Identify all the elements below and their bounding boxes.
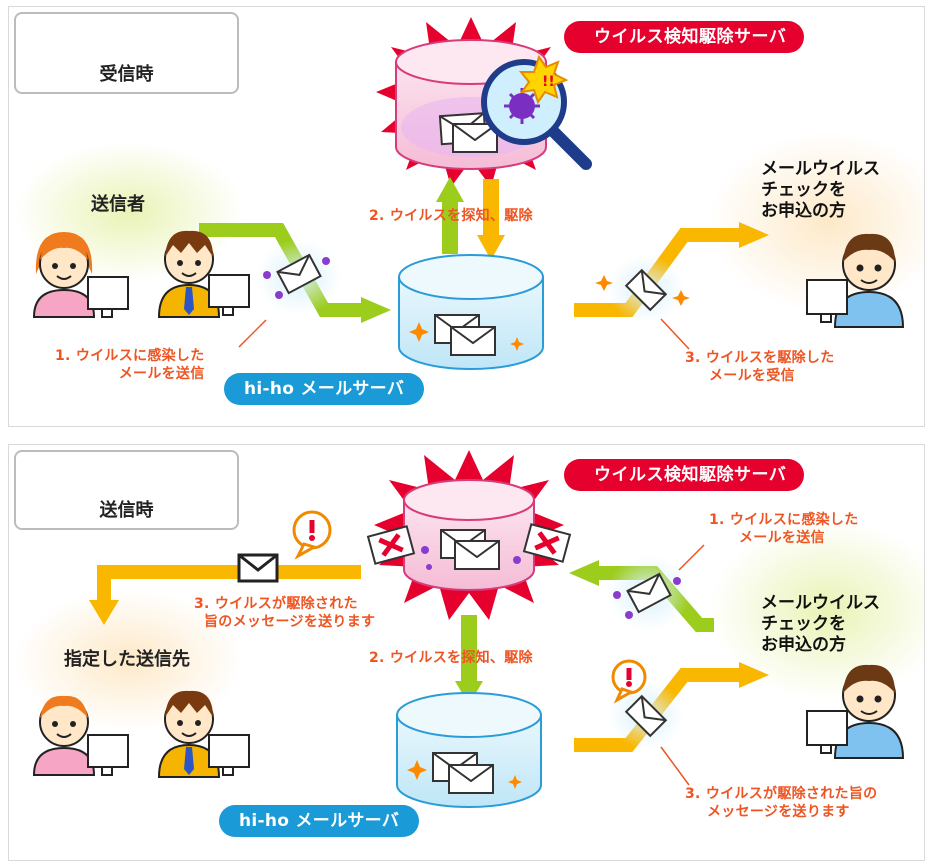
customer-man-icon [806, 233, 905, 328]
step3-left-note: 3. ウイルスが駆除された 旨のメッセージを送ります [194, 596, 376, 630]
orange-down-arrow [477, 179, 505, 260]
customer-label: メールウイルス チェックを お申込の方 [761, 159, 880, 221]
magnifier-icon: !! [481, 54, 592, 170]
virus-server [366, 450, 572, 620]
green-send-arrow [569, 555, 714, 632]
step1-note: 1. ウイルスに感染した メールを送信 [55, 348, 205, 382]
step3-right-note: 3. ウイルスが駆除された旨の メッセージを送ります [685, 786, 878, 820]
orange-path-arrow [574, 659, 769, 752]
step1-note: 1. ウイルスに感染した メールを送信 [709, 512, 859, 546]
alert-bubble-icon [611, 659, 647, 704]
recipient-label: 指定した送信先 [64, 649, 190, 670]
customer-blob [709, 520, 924, 700]
send-legend: 送信時 [14, 450, 239, 530]
step1-leader [238, 319, 267, 348]
step3-leader [660, 318, 690, 350]
svg-text:!!: !! [542, 74, 555, 90]
green-path-arrow [199, 223, 391, 323]
recipient-woman-icon [32, 695, 129, 776]
step1-leader [678, 544, 705, 571]
legend-label: 受信時 [99, 64, 154, 85]
legend-label: 送信時 [99, 500, 154, 521]
orange-path-arrow [574, 222, 769, 323]
mail-server-tag: hi-ho メールサーバ [219, 805, 420, 837]
mail-server-tag: hi-ho メールサーバ [224, 373, 425, 405]
sender-man-icon [157, 230, 250, 318]
customer-man-icon [806, 664, 905, 759]
customer-label: メールウイルス チェックを お申込の方 [761, 593, 880, 655]
receive-legend: 受信時 [14, 12, 239, 94]
step3-note: 3. ウイルスを駆除した メールを受信 [685, 350, 835, 384]
virus-server-tag: ウイルス検知駆除サーバ [564, 459, 805, 491]
recipient-man-icon [157, 690, 250, 778]
mail-server-drum [398, 254, 544, 370]
sender-woman-icon [32, 232, 129, 318]
step3-leader [660, 746, 690, 786]
green-up-arrow [436, 177, 464, 254]
send-panel: 送信時 ウイルス検知駆除サーバ 指定した送信先 メールウイルス チェックを お申… [8, 444, 925, 861]
sender-label: 送信者 [91, 194, 145, 215]
mail-server-drum [396, 692, 542, 808]
step2-note: 2. ウイルスを探知、駆除 [369, 208, 533, 224]
receive-diagram-art: !! [14, 17, 924, 370]
alert-bubble-icon [292, 510, 332, 560]
receive-panel: !! [8, 6, 925, 427]
orange-return-arrow [89, 510, 361, 625]
step2-note: 2. ウイルスを探知、駆除 [369, 650, 533, 666]
virus-server-tag: ウイルス検知駆除サーバ [564, 21, 805, 53]
